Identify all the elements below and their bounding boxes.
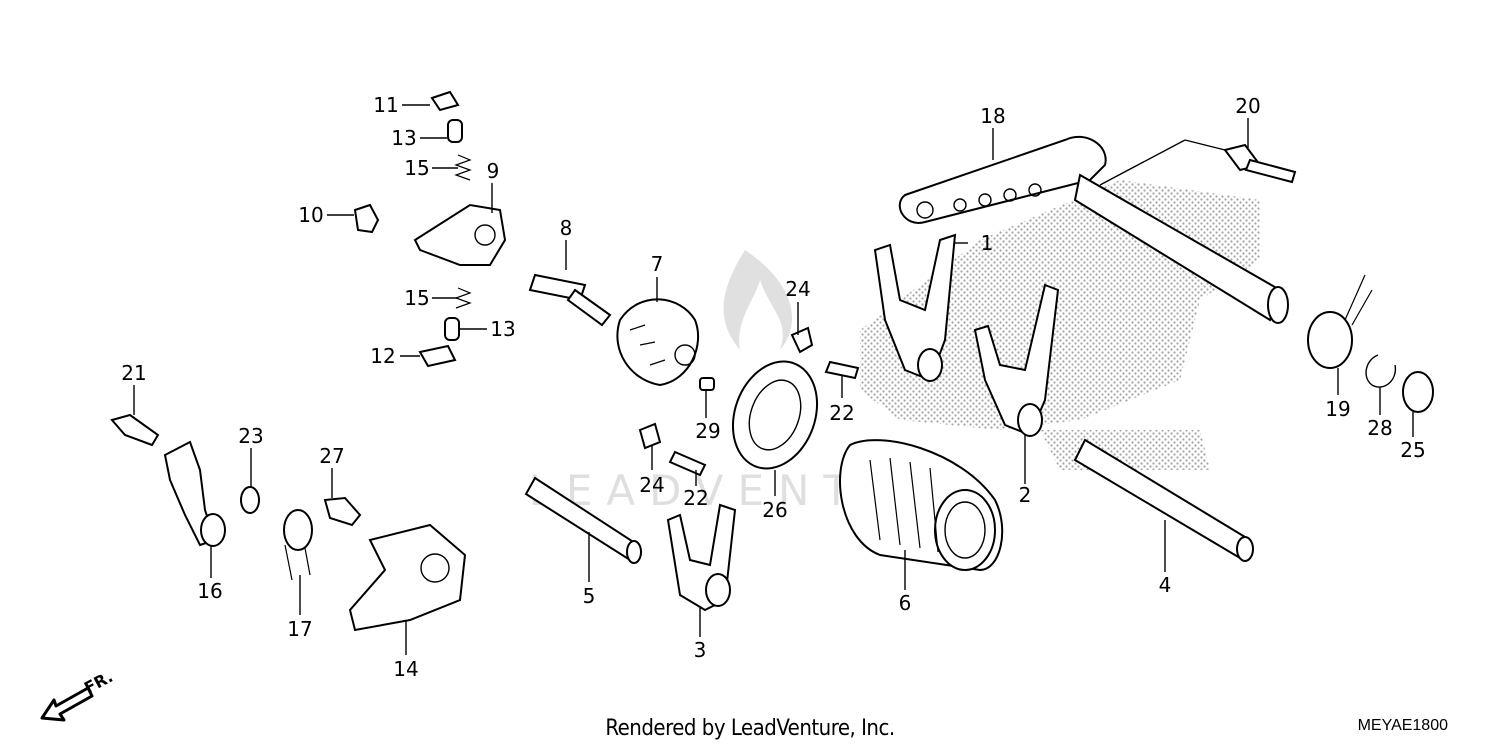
callout-25: 25 xyxy=(1400,438,1425,462)
callout-13-bottom: 13 xyxy=(490,317,515,341)
diagram-code: MEYAE1800 xyxy=(1357,717,1448,734)
part-11-cap xyxy=(430,90,460,112)
callout-26: 26 xyxy=(762,498,787,522)
part-27-bolt xyxy=(323,496,362,527)
callout-22-lower: 22 xyxy=(683,486,708,510)
callout-labels: 11 13 15 9 10 8 7 15 13 12 18 20 1 24 22… xyxy=(121,93,1425,681)
callout-6: 6 xyxy=(899,591,912,615)
part-21-bolt xyxy=(110,413,160,447)
part-15-spring-bottom xyxy=(454,287,472,309)
callout-16: 16 xyxy=(197,579,222,603)
callout-24-lower: 24 xyxy=(639,473,664,497)
part-17-spring xyxy=(283,509,313,581)
part-29-dowel xyxy=(699,377,715,391)
callout-27: 27 xyxy=(319,444,344,468)
callout-9: 9 xyxy=(487,159,500,183)
callout-13-top: 13 xyxy=(391,126,416,150)
part-13-pin-top xyxy=(447,119,463,143)
part-7-drum-center xyxy=(616,298,700,387)
callout-20: 20 xyxy=(1235,94,1260,118)
part-23-washer xyxy=(240,486,260,514)
callout-18: 18 xyxy=(980,104,1005,128)
callout-10: 10 xyxy=(298,203,323,227)
part-8-pin xyxy=(528,273,612,327)
front-direction-arrow: FR. xyxy=(40,670,116,722)
callout-14: 14 xyxy=(393,657,418,681)
part-25-washer xyxy=(1402,371,1434,413)
callout-7: 7 xyxy=(651,252,664,276)
parts-24-22-lower xyxy=(638,422,707,477)
leader-lines xyxy=(133,104,1414,655)
part-28-clip xyxy=(1365,354,1397,388)
callout-2: 2 xyxy=(1019,483,1032,507)
part-14-plate xyxy=(348,523,467,632)
parts-24-22-upper xyxy=(790,326,860,380)
part-4-fork-shaft xyxy=(1073,438,1254,562)
part-20-bolt xyxy=(1223,143,1297,184)
callout-24-upper: 24 xyxy=(785,277,810,301)
part-12-cap xyxy=(418,344,457,368)
callout-4: 4 xyxy=(1159,573,1172,597)
part-15-spring-top xyxy=(454,154,472,181)
part-1-shift-fork xyxy=(873,233,957,382)
callout-28: 28 xyxy=(1367,416,1392,440)
part-16-arm xyxy=(163,440,226,547)
callout-1: 1 xyxy=(981,231,994,255)
callout-19: 19 xyxy=(1325,397,1350,421)
small-parts-top xyxy=(353,90,472,368)
part-5-fork-shaft xyxy=(524,476,642,564)
callout-12: 12 xyxy=(370,344,395,368)
callout-15-top: 15 xyxy=(404,156,429,180)
part-26-bearing xyxy=(731,360,819,470)
rendered-by-credit: Rendered by LeadVenture, Inc. xyxy=(605,716,895,741)
callout-23: 23 xyxy=(238,424,263,448)
callout-29: 29 xyxy=(695,419,720,443)
callout-5: 5 xyxy=(583,584,596,608)
part-9-stopper-arm xyxy=(413,203,507,266)
callout-8: 8 xyxy=(560,216,573,240)
callout-3: 3 xyxy=(694,638,707,662)
part-6-shift-drum xyxy=(839,439,1004,572)
part-19-spring xyxy=(1307,274,1373,369)
callout-21: 21 xyxy=(121,361,146,385)
part-3-shift-fork xyxy=(666,503,737,612)
callout-22-upper: 22 xyxy=(829,401,854,425)
part-2-shift-fork xyxy=(973,283,1060,437)
callout-11: 11 xyxy=(373,93,398,117)
part-18-shift-spindle xyxy=(898,135,1289,324)
callout-15-bottom: 15 xyxy=(404,286,429,310)
part-10-collar xyxy=(353,203,380,234)
callout-17: 17 xyxy=(287,617,312,641)
part-13-pin-bottom xyxy=(444,317,460,341)
